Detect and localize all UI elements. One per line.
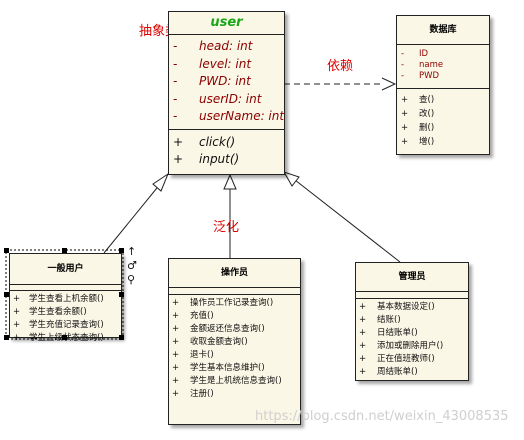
operation: +操作员工作记录查询() bbox=[172, 298, 274, 308]
attribute: -userID: int bbox=[173, 91, 262, 106]
operations-section: +操作员工作记录查询() +充值() +金额返还信息查询() +收取金额查询()… bbox=[169, 295, 300, 401]
resize-handle[interactable] bbox=[119, 292, 124, 297]
attribute: -head: int bbox=[173, 39, 253, 53]
operation: +学生基本信息维护() bbox=[172, 363, 265, 373]
operation: +退卡() bbox=[172, 350, 214, 360]
operation: +增() bbox=[401, 137, 435, 147]
generalization-arrowhead-admin bbox=[282, 171, 300, 187]
operation: +改() bbox=[401, 109, 435, 119]
database-class[interactable]: 数据库 -ID -name -PWD +查() +改() +删() +增() bbox=[396, 15, 490, 155]
generalization-arrowhead-general-user bbox=[152, 172, 170, 192]
operation: +充值() bbox=[172, 311, 214, 321]
attribute: -PWD: int bbox=[173, 74, 251, 89]
operation: +注册() bbox=[172, 389, 214, 399]
resize-handle[interactable] bbox=[62, 248, 67, 253]
attribute: -userName: int bbox=[173, 109, 285, 124]
generalization-line-admin bbox=[294, 179, 401, 263]
operation: +结账() bbox=[359, 315, 401, 325]
operations-section: +基本数据设定() +结账() +日结账单() +添加或删除用户() +正在值班… bbox=[356, 299, 468, 379]
attributes-section bbox=[10, 285, 121, 291]
operation: +正在值班教师() bbox=[359, 354, 435, 364]
admin-class[interactable]: 管理员 +基本数据设定() +结账() +日结账单() +添加或删除用户() +… bbox=[355, 262, 469, 381]
operations-section: +查() +改() +删() +增() bbox=[397, 89, 489, 149]
generalization-line-general-user bbox=[103, 182, 162, 254]
user-class[interactable]: user -head: int -level: int -PWD: int -u… bbox=[168, 11, 285, 175]
attributes-section: -head: int -level: int -PWD: int -userID… bbox=[169, 35, 284, 130]
operation: +学生查看上机余额() bbox=[13, 294, 104, 304]
operation: +click() bbox=[173, 134, 236, 149]
attribute: -ID bbox=[401, 49, 429, 59]
resize-handle[interactable] bbox=[62, 335, 67, 340]
attribute: -PWD bbox=[401, 71, 440, 81]
dependency-arrowhead bbox=[381, 77, 397, 91]
class-name: 操作员 bbox=[169, 259, 300, 288]
attribute: -level: int bbox=[173, 56, 252, 71]
watermark: https://blog.csdn.net/weixin_43008535 bbox=[255, 409, 509, 424]
attributes-section bbox=[169, 288, 300, 295]
operation: +基本数据设定() bbox=[359, 302, 435, 312]
attributes-section: -ID -name -PWD bbox=[397, 45, 489, 89]
arrow-up-icon[interactable]: ↑ bbox=[127, 245, 137, 258]
attribute: -name bbox=[401, 60, 444, 70]
generalization-label: 泛化 bbox=[213, 220, 240, 235]
selection-tools: ↑ ♂ ⚲ bbox=[127, 245, 137, 287]
link-icon[interactable]: ♂ bbox=[127, 259, 137, 272]
operation: +周结账单() bbox=[359, 367, 418, 377]
general-user-class[interactable]: 一般用户 +学生查看上机余额() +学生查看余额() +学生充值记录查询() +… bbox=[9, 253, 122, 343]
resize-handle[interactable] bbox=[119, 335, 124, 340]
operation: +input() bbox=[173, 151, 240, 166]
class-name: 数据库 bbox=[397, 16, 489, 45]
operation: +添加或删除用户() bbox=[359, 341, 444, 351]
operation: +日结账单() bbox=[359, 328, 418, 338]
class-name: 管理员 bbox=[356, 263, 468, 292]
attributes-section bbox=[356, 292, 468, 299]
resize-handle[interactable] bbox=[119, 248, 124, 253]
generalization-arrowhead-operator bbox=[223, 173, 237, 190]
operation: +删() bbox=[401, 123, 435, 133]
dependency-label: 依赖 bbox=[327, 59, 354, 74]
magnifier-icon[interactable]: ⚲ bbox=[127, 273, 136, 286]
class-name: 一般用户 bbox=[10, 254, 121, 285]
operation: +学生是上机统信息查询() bbox=[172, 376, 282, 386]
operation: +学生充值记录查询() bbox=[13, 320, 104, 330]
class-name: user bbox=[169, 12, 284, 35]
resize-handle[interactable] bbox=[4, 248, 9, 253]
resize-handle[interactable] bbox=[4, 292, 9, 297]
operations-section: +click() +input() bbox=[169, 130, 284, 168]
resize-handle[interactable] bbox=[4, 335, 9, 340]
operation: +金额返还信息查询() bbox=[172, 324, 265, 334]
operation: +收取金额查询() bbox=[172, 337, 248, 347]
operator-class[interactable]: 操作员 +操作员工作记录查询() +充值() +金额返还信息查询() +收取金额… bbox=[168, 258, 301, 425]
operation: +学生查看余额() bbox=[13, 307, 87, 317]
operation: +查() bbox=[401, 95, 435, 105]
